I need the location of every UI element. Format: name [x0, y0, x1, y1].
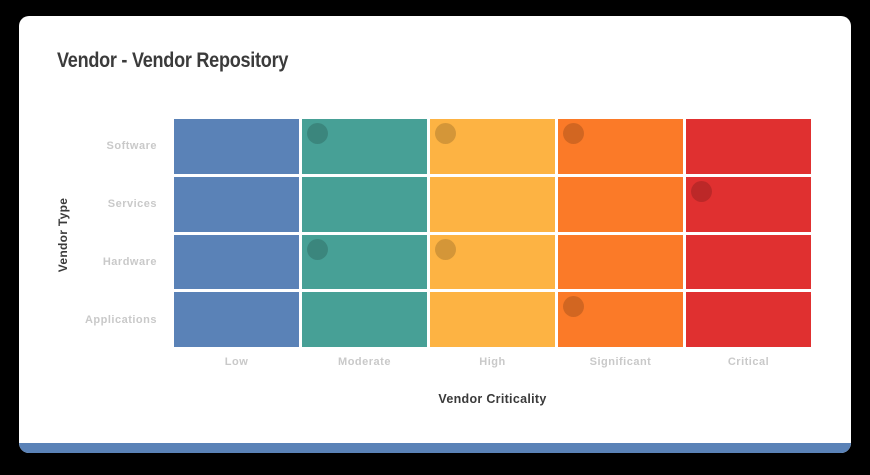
x-tick-label: High	[479, 356, 506, 368]
heatmap-matrix	[174, 119, 811, 347]
matrix-cell[interactable]	[558, 119, 683, 174]
matrix-cell[interactable]	[174, 292, 299, 347]
matrix-cell[interactable]	[558, 234, 683, 290]
matrix-cell[interactable]	[558, 292, 683, 347]
vendor-dot[interactable]	[307, 123, 328, 144]
x-axis-tick-labels: Low Moderate High Significant Critical	[174, 356, 811, 368]
matrix-cell[interactable]	[174, 119, 299, 174]
x-tick-label: Moderate	[338, 356, 391, 368]
x-tick-label: Significant	[589, 356, 652, 368]
vendor-dot[interactable]	[563, 123, 584, 144]
matrix-cell[interactable]	[302, 119, 427, 174]
page-title: Vendor - Vendor Repository	[57, 49, 289, 72]
matrix-cell[interactable]	[686, 234, 811, 290]
matrix-cell[interactable]	[686, 292, 811, 347]
matrix-cell[interactable]	[430, 234, 555, 290]
vendor-dot[interactable]	[307, 238, 328, 260]
matrix-cell[interactable]	[302, 292, 427, 347]
matrix-cell[interactable]	[686, 176, 811, 232]
matrix-cell[interactable]	[430, 292, 555, 347]
y-tick-label: Services	[107, 198, 157, 211]
matrix-cell[interactable]	[174, 176, 299, 232]
y-tick-label: Applications	[84, 313, 157, 326]
matrix-cell[interactable]	[302, 176, 427, 232]
matrix-cell[interactable]	[558, 176, 683, 232]
matrix-cell[interactable]	[430, 119, 555, 174]
footer-accent-bar	[19, 443, 851, 453]
vendor-dot[interactable]	[435, 123, 456, 144]
x-axis-title: Vendor Criticality	[438, 392, 547, 406]
vendor-dot[interactable]	[435, 238, 456, 260]
matrix-cell[interactable]	[686, 119, 811, 174]
matrix-cell[interactable]	[430, 176, 555, 232]
matrix-cell[interactable]	[174, 234, 299, 290]
report-card: Vendor - Vendor Repository Vendor Type S…	[19, 16, 851, 453]
x-tick-label: Critical	[727, 356, 770, 368]
y-tick-label: Hardware	[102, 255, 157, 268]
vendor-dot[interactable]	[691, 180, 712, 202]
matrix-cell[interactable]	[302, 234, 427, 290]
y-tick-label: Software	[106, 140, 157, 153]
vendor-dot[interactable]	[563, 296, 584, 318]
x-tick-label: Low	[224, 356, 249, 368]
